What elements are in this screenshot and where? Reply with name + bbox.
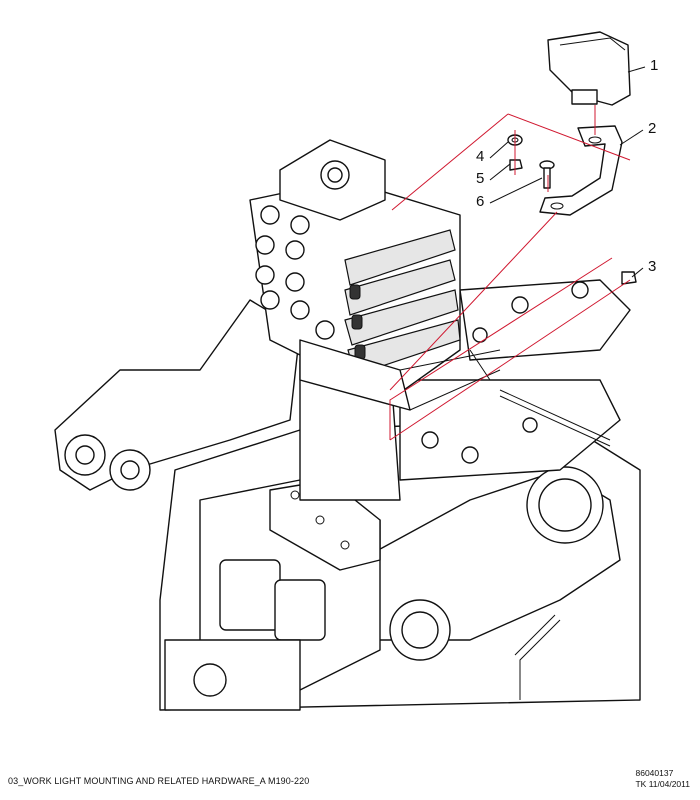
callout-5: 5 xyxy=(476,170,485,187)
rear-axle-housing xyxy=(54,279,641,711)
hardware xyxy=(507,134,637,285)
diagram-title: 03_WORK LIGHT MOUNTING AND RELATED HARDW… xyxy=(8,776,310,786)
reference-block: 86040137 TK 11/04/2011 xyxy=(635,768,690,790)
mounting-bracket xyxy=(539,125,623,216)
callout-3: 3 xyxy=(648,258,657,275)
callout-6: 6 xyxy=(476,193,485,210)
callout-leaders xyxy=(489,66,646,278)
assembly-leader-lines xyxy=(389,105,631,441)
work-light xyxy=(547,31,631,106)
exploded-parts-drawing xyxy=(54,31,646,711)
revision-stamp: TK 11/04/2011 xyxy=(635,779,690,789)
reference-number: 86040137 xyxy=(635,768,674,778)
callout-1: 1 xyxy=(650,57,659,74)
control-valve-stack xyxy=(249,139,501,411)
callout-2: 2 xyxy=(648,120,657,137)
callout-4: 4 xyxy=(476,148,485,165)
